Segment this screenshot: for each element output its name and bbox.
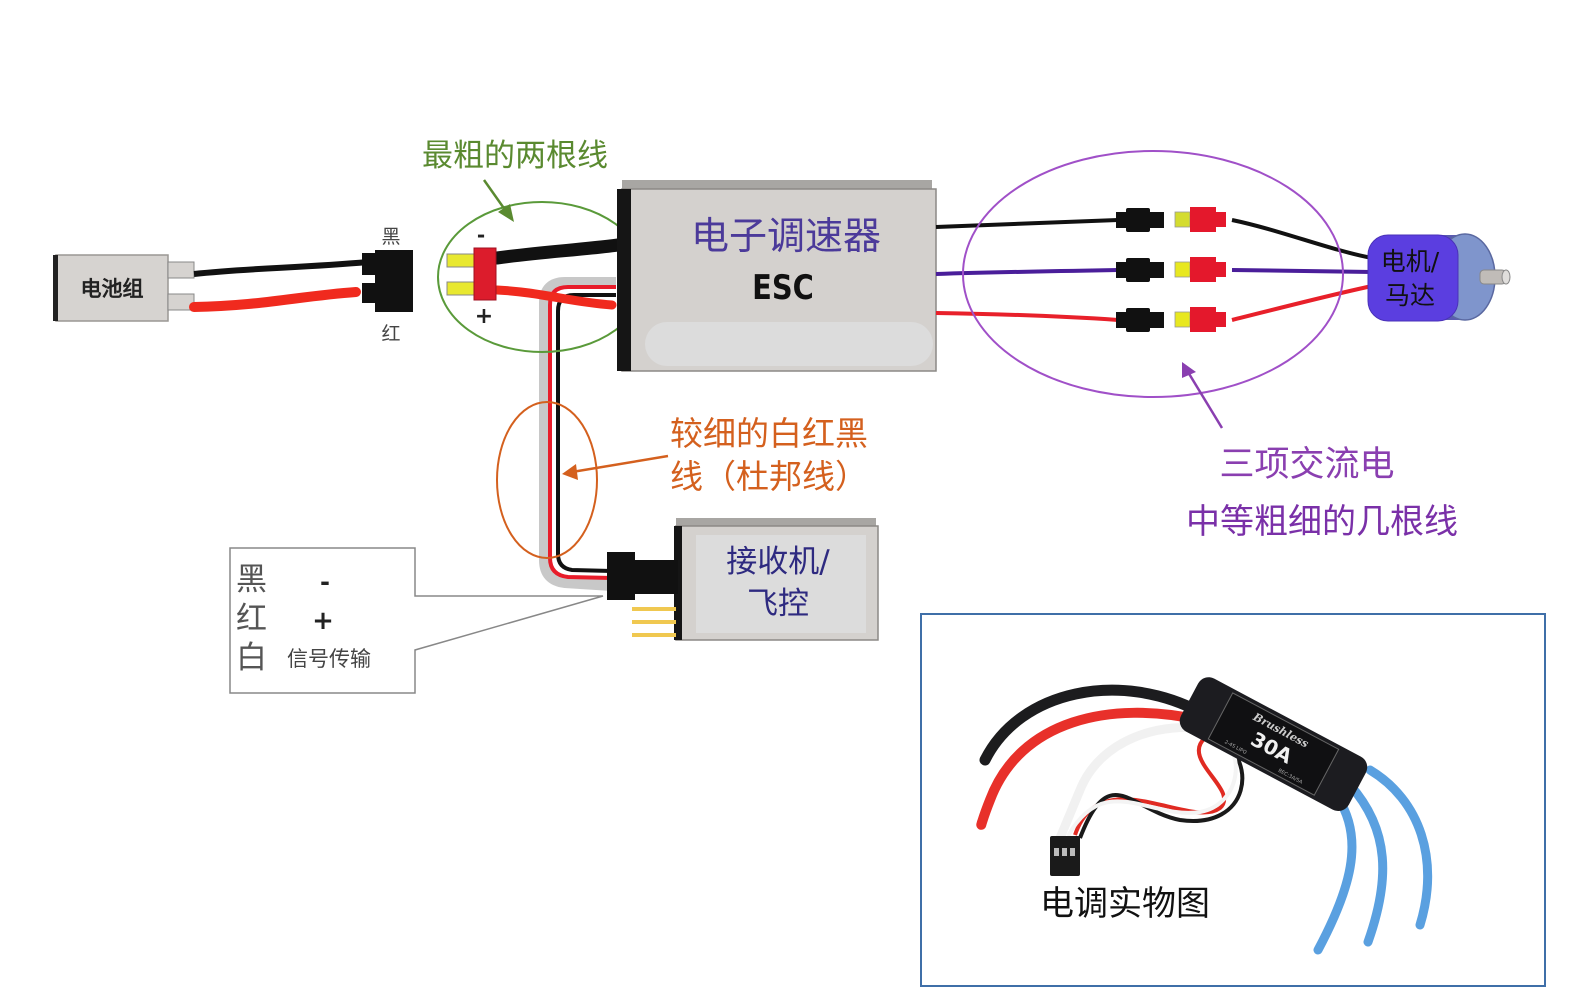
photo-caption: 电调实物图	[1040, 884, 1210, 924]
esc-red-power-wire	[492, 285, 617, 310]
motor-wire-red	[1231, 284, 1373, 322]
legend-row-red: 红 +	[236, 601, 334, 637]
three-phase-annotation: 三项交流电	[1219, 445, 1394, 485]
minus-sign: -	[477, 223, 485, 247]
legend-color-white: 白	[236, 640, 267, 676]
motor-label-line2: 马达	[1385, 281, 1435, 310]
black-wire-label: 黑	[381, 226, 400, 248]
signal-cable	[539, 277, 616, 591]
receiver-label-line2: 飞控	[747, 586, 809, 622]
motor-wire-purple	[1231, 268, 1373, 274]
bullet-connectors	[1116, 207, 1226, 332]
legend-meaning-red: +	[312, 606, 334, 636]
thick-wires-annotation: 最粗的两根线	[422, 138, 608, 174]
plus-sign: +	[475, 304, 493, 329]
legend-color-black: 黑	[236, 562, 267, 598]
esc-black-power-wire	[490, 238, 625, 265]
battery-red-wire	[189, 287, 361, 312]
t-plug-connector	[446, 247, 497, 301]
battery-connector	[362, 250, 413, 312]
esc-module: 电子调速器 ESC	[617, 180, 937, 372]
legend-row-white: 白 信号传输	[236, 640, 371, 676]
signal-wires-highlight-ellipse	[496, 401, 598, 559]
motor-wire-black	[1231, 218, 1373, 260]
motor: 电机/ 马达	[1367, 233, 1511, 322]
signal-wires-annotation-line2: 线（杜邦线）	[670, 457, 868, 496]
legend-row-black: 黑 -	[236, 562, 330, 598]
medium-wires-annotation: 中等粗细的几根线	[1186, 502, 1458, 542]
legend-meaning-white: 信号传输	[287, 647, 371, 671]
legend-meaning-black: -	[320, 568, 330, 596]
three-phase-highlight-ellipse	[962, 150, 1344, 398]
three-phase-arrow	[1182, 362, 1224, 429]
receiver-label-line1: 接收机/	[726, 544, 830, 580]
motor-label-line1: 电机/	[1381, 247, 1440, 276]
red-wire-label: 红	[381, 323, 400, 345]
esc-photo-panel: Brushless 30A 2-4S LIPO BEC:3A/5A 电调实物图	[920, 613, 1546, 987]
phase-wire-black	[935, 218, 1119, 229]
thick-wires-arrow	[482, 179, 514, 222]
battery-label: 电池组	[81, 277, 144, 301]
signal-wires-annotation-line1: 较细的白红黑	[670, 414, 868, 453]
receiver-module: 接收机/ 飞控	[674, 518, 879, 641]
receiver-servo-connector	[607, 552, 678, 637]
signal-wires-arrow	[562, 454, 669, 480]
battery-black-wire	[193, 259, 369, 277]
phase-wire-red	[935, 311, 1119, 322]
battery-pack: 电池组	[53, 254, 195, 322]
phase-wire-purple	[935, 268, 1119, 276]
wire-color-legend-callout	[229, 547, 604, 694]
legend-color-red: 红	[236, 601, 267, 637]
esc-label-cn: 电子调速器	[691, 214, 881, 258]
esc-label-en: ESC	[752, 269, 814, 308]
